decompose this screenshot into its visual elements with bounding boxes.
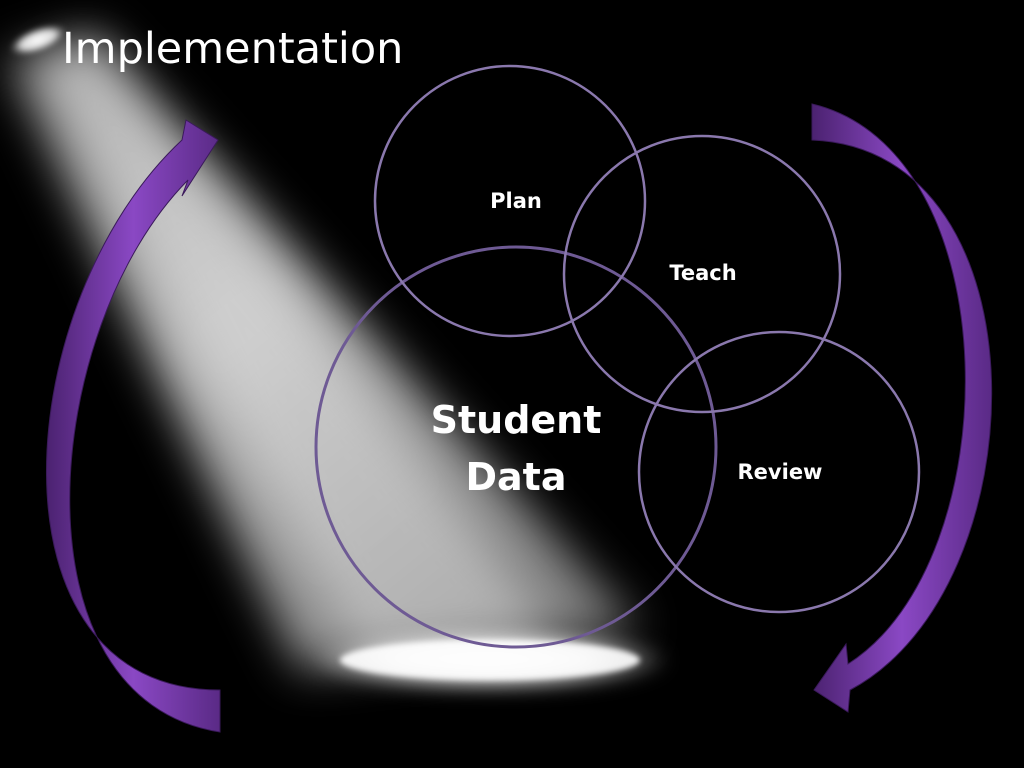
circle-student-data <box>314 245 718 649</box>
overlapping-circles <box>314 64 921 649</box>
circle-plan <box>373 64 647 338</box>
student-data-label-line-1: Student <box>431 398 602 442</box>
review-label: Review <box>738 460 823 484</box>
student-data-label-line-2: Data <box>466 455 567 499</box>
circle-review <box>637 330 921 614</box>
plan-label: Plan <box>490 189 542 213</box>
cycle-arrow-right <box>811 103 992 713</box>
slide-title: Implementation <box>62 24 404 74</box>
spotlight-lamp <box>9 24 67 56</box>
teach-label: Teach <box>669 261 736 285</box>
cycle-arrow-left <box>46 119 221 733</box>
circle-teach <box>562 134 842 414</box>
spotlight-floor-pool-core <box>340 640 640 680</box>
